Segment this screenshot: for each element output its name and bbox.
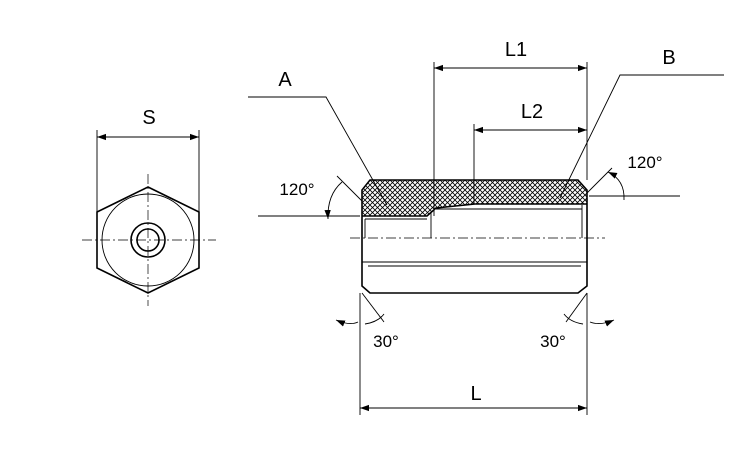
angle-ray-right-120 [586, 167, 613, 194]
s-label: S [142, 107, 155, 129]
angle-ray-left-120 [336, 175, 363, 202]
label-b: B [662, 47, 675, 69]
leader-b [559, 74, 724, 199]
label-a: A [278, 69, 292, 91]
angle-right-120-label: 120° [627, 153, 662, 172]
angle-arc-right-30 [589, 319, 615, 327]
angle-right-30-label: 30° [540, 332, 566, 351]
angle-arc-left-30 [335, 319, 359, 327]
knurled-section [362, 180, 587, 216]
l-label: L [470, 383, 481, 405]
angle-left-30-label: 30° [373, 332, 399, 351]
l2-label: L2 [521, 101, 543, 123]
angle-arc-right-30b [563, 313, 584, 325]
side-view [258, 179, 680, 294]
l1-label: L1 [505, 39, 527, 61]
end-view: S [82, 107, 216, 306]
angle-arc-right-120 [607, 171, 625, 201]
bore-step [362, 203, 587, 217]
angle-arc-left-30b [364, 313, 385, 325]
dimensions: L1 L2 L A B 120° 120° 30° 30° [248, 39, 724, 415]
angle-ray-left-30 [361, 292, 385, 323]
angle-arc-left-120 [324, 181, 343, 220]
angle-ray-right-30 [565, 292, 588, 323]
leader-a [248, 96, 388, 206]
angle-left-120-label: 120° [279, 180, 314, 199]
body-outline [361, 179, 588, 294]
